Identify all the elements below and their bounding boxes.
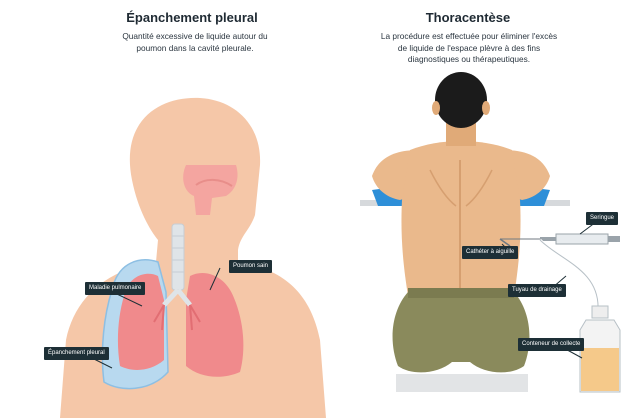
collection-container-label: Conteneur de collecte	[518, 338, 584, 351]
lung-disease-label: Maladie pulmonaire	[85, 282, 145, 295]
syringe-label: Seringue	[586, 212, 618, 225]
healthy-lung-label: Poumon sain	[229, 260, 272, 273]
torso-illustration	[60, 98, 326, 418]
pleural-effusion-label: Épanchement pleural	[44, 347, 109, 360]
needle-catheter-label: Cathéter à aiguille	[462, 246, 518, 259]
drainage-tube-label: Tuyau de drainage	[508, 284, 566, 297]
